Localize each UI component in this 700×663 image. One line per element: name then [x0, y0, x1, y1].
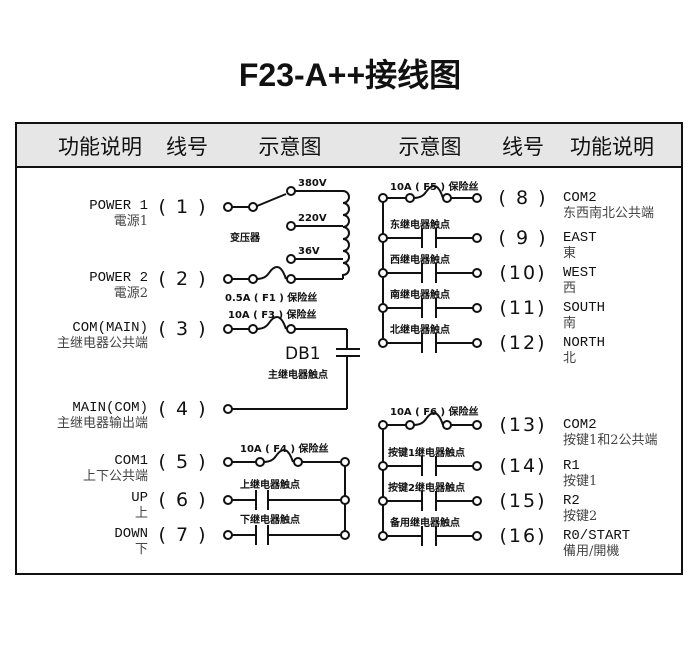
left-row-4: MAIN(COM)主继电器输出端: [56, 400, 148, 432]
transformer-coil-icon: [295, 190, 350, 279]
header-function-left: 功能说明: [58, 135, 142, 159]
direction-relay-circuit: [382, 184, 473, 353]
header-schematic-left: 示意图: [258, 135, 322, 159]
wire-number-2: ( 2 ): [158, 268, 208, 290]
label-south-contact: 南继电器触点: [390, 290, 450, 301]
wire-number-1: ( 1 ): [158, 196, 208, 218]
page-title: F23-A++接线图: [238, 57, 462, 93]
wire-number-9: ( 9 ): [498, 227, 548, 249]
fuse-f3-icon: [232, 315, 347, 330]
label-west-contact: 西继电器触点: [390, 255, 450, 266]
label-transformer: 变压器: [230, 233, 260, 244]
label-north-contact: 北继电器触点: [390, 325, 450, 336]
label-spare-contact: 备用继电器触点: [390, 518, 460, 529]
header-wire-right: 线号: [502, 135, 544, 159]
label-fuse-f5: 10A ( F5 ) 保险丝: [390, 182, 479, 193]
left-row-3: COM(MAIN)主继电器公共端: [56, 320, 148, 352]
label-220v: 220V: [298, 213, 327, 224]
label-36v: 36V: [298, 246, 320, 257]
wire-number-14: (14): [499, 455, 547, 477]
wire-number-13: (13): [499, 414, 547, 436]
wire-number-11: (11): [499, 297, 547, 319]
label-fuse-f3: 10A ( F3 ) 保险丝: [228, 310, 317, 321]
label-down-contact: 下继电器触点: [240, 515, 300, 526]
wire-number-7: ( 7 ): [158, 524, 208, 546]
terminal-icons: [223, 186, 482, 541]
label-k2-contact: 按键2继电器触点: [388, 483, 465, 494]
wire-number-15: (15): [499, 490, 547, 512]
label-380v: 380V: [298, 178, 327, 189]
label-fuse-f4: 10A ( F4 ) 保险丝: [240, 444, 329, 455]
label-k1-contact: 按键1继电器触点: [388, 448, 465, 459]
label-main-contact: 主继电器触点: [268, 370, 328, 381]
diagram-frame: [15, 122, 683, 575]
wire-number-5: ( 5 ): [158, 451, 208, 473]
button-relay-circuit: [382, 411, 473, 546]
label-fuse-f1: 0.5A ( F1 ) 保险丝: [225, 293, 318, 304]
power-switch: [232, 190, 343, 208]
label-fuse-f6: 10A ( F6 ) 保险丝: [390, 407, 479, 418]
wire-number-16: (16): [499, 525, 547, 547]
wire-number-6: ( 6 ): [158, 489, 208, 511]
label-up-contact: 上继电器触点: [240, 480, 300, 491]
wire-number-12: (12): [499, 332, 547, 354]
up-down-circuit: [232, 448, 346, 545]
wire-number-8: ( 8 ): [498, 187, 548, 209]
header-wire-left: 线号: [166, 135, 208, 159]
table-header: [17, 124, 681, 168]
main-relay-contact-icon: [232, 329, 360, 410]
wire-number-4: ( 4 ): [158, 398, 208, 420]
header-schematic-right: 示意图: [398, 135, 462, 159]
header-function-right: 功能说明: [570, 135, 654, 159]
wire-number-10: (10): [499, 262, 547, 284]
label-db1: DB1: [285, 344, 321, 364]
wire-number-3: ( 3 ): [158, 318, 208, 340]
fuse-f1-icon: [232, 265, 343, 280]
label-east-contact: 东继电器触点: [390, 220, 450, 231]
